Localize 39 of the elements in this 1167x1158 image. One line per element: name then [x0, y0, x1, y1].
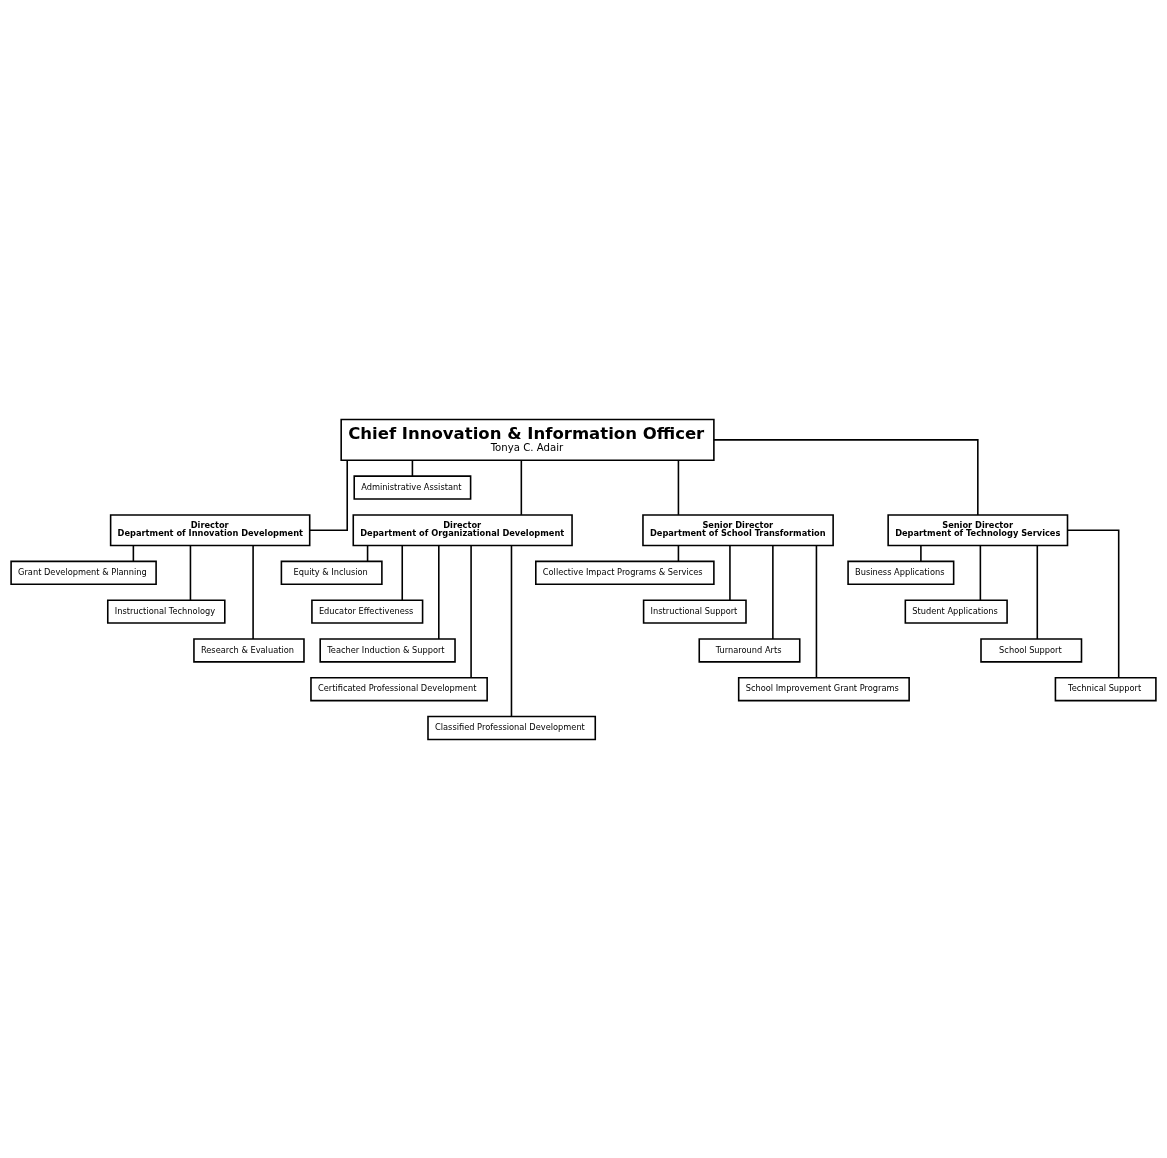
node-box: Educator Effectiveness — [311, 598, 424, 624]
node-box: Instructional Technology — [106, 598, 226, 624]
node-box: Equity & Inclusion — [280, 560, 383, 585]
node-box: Senior Director Department of School Transformation — [642, 513, 834, 546]
node-box: School Support — [980, 637, 1083, 663]
node-box: Classified Professional Development — [427, 715, 597, 740]
node-box: Teacher Induction & Support — [319, 637, 456, 663]
connector — [1066, 528, 1120, 678]
connector — [401, 544, 404, 601]
connector — [713, 438, 979, 516]
connector — [510, 544, 513, 717]
node-box: Senior Director Department of Technology Services — [887, 513, 1069, 546]
connector — [677, 459, 680, 516]
connector — [979, 544, 982, 601]
node-box: Director Department of Innovation Development — [109, 513, 311, 546]
node-box: Collective Impact Programs & Services — [535, 560, 715, 585]
node-box: Technical Support — [1054, 676, 1157, 701]
node-box: Instructional Support — [642, 598, 747, 624]
connector — [920, 544, 922, 562]
node-box: Business Applications — [847, 560, 955, 585]
connector — [729, 544, 731, 601]
connector — [772, 544, 774, 640]
connector — [470, 544, 472, 678]
connector — [520, 459, 523, 516]
connector — [815, 544, 818, 678]
node-box: Grant Development & Planning — [10, 560, 157, 585]
node-box: Student Applications — [904, 598, 1008, 624]
connector — [438, 544, 440, 640]
node-box: Certificated Professional Development — [310, 676, 488, 701]
connector — [189, 544, 192, 601]
connector — [1036, 544, 1039, 640]
connector — [252, 544, 254, 640]
node-box: School Improvement Grant Programs — [737, 676, 910, 701]
node-box: Turnaround Arts — [698, 637, 801, 663]
node-box: Chief Innovation & Information Officer Tonya C. Adair — [340, 418, 715, 461]
node-box: Research & Evaluation — [193, 637, 305, 663]
node-box: Director Department of Organizational Development — [352, 513, 573, 546]
node-box: Administrative Assistant — [353, 474, 472, 500]
connector — [308, 459, 348, 531]
